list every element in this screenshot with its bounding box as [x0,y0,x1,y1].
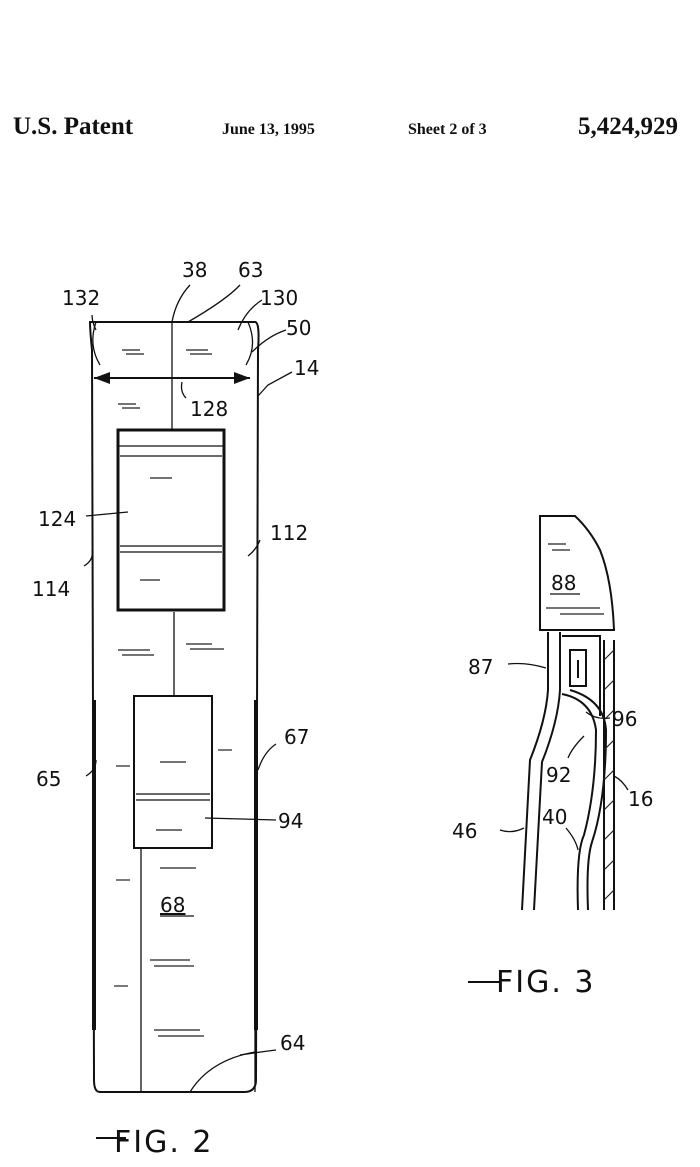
ref-38: 38 [182,258,207,282]
window-94 [133,695,213,849]
block-88-hatching [546,543,604,615]
dimension-arrow-right [234,372,250,384]
ref-124: 124 [38,507,76,531]
ref-67: 67 [284,725,309,749]
ref-112: 112 [270,521,308,545]
ref-114: 114 [32,577,70,601]
strip-87 [533,632,561,911]
sheet-number: Sheet 2 of 3 [408,121,487,138]
figure-2: 38 63 132 130 50 14 128 124 112 114 67 6… [32,258,319,1160]
ref-14: 14 [294,356,319,380]
surface-hatching [114,349,232,1037]
fig3-leader-lines [499,662,629,851]
ref-68: 68 [160,893,185,917]
dimension-arrow-left [94,372,110,384]
blade-body-outline [88,321,260,1093]
ref-16: 16 [628,787,653,811]
patent-date: June 13, 1995 [222,121,315,138]
ref-40: 40 [542,805,567,829]
spring-40 [569,689,608,911]
ref-88: 88 [551,571,576,595]
fig2-caption: FIG. 2 [114,1125,214,1160]
ref-65: 65 [36,767,61,791]
leader-lines [83,284,293,1056]
window-124 [116,428,226,612]
ref-87: 87 [468,655,493,679]
ref-130: 130 [260,286,298,310]
clip-96 [562,635,601,716]
ref-128: 128 [190,397,228,421]
patent-title: U.S. Patent [13,113,134,140]
ref-46: 46 [452,819,477,843]
ref-96: 96 [612,707,637,731]
ref-50: 50 [286,316,311,340]
figure-3: 88 87 96 92 16 46 40 FIG. 3 [452,515,653,1000]
bottom-curve-64 [189,1051,256,1093]
ref-92: 92 [546,763,571,787]
ref-94: 94 [278,809,303,833]
corner-arc-left [92,321,101,366]
fig3-caption: FIG. 3 [496,965,596,1000]
block-88 [539,515,616,631]
patent-number: 5,424,929 [578,113,678,140]
ref-132: 132 [62,286,100,310]
ref-64: 64 [280,1031,305,1055]
spring-92 [561,693,598,911]
ref-63: 63 [238,258,263,282]
corner-arc-right [245,321,254,366]
strip-46 [521,632,549,911]
rail-hatching [603,649,615,901]
